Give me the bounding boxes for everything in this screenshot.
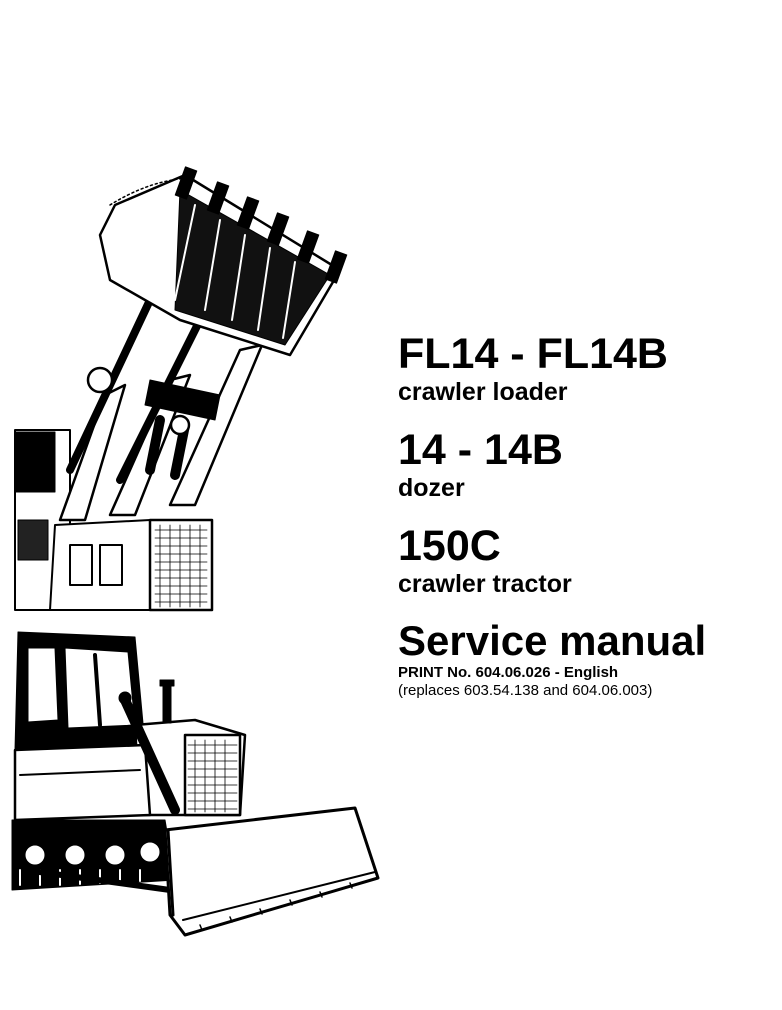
service-manual-title: Service manual [398,617,707,664]
model-title-fl14: FL14 - FL14B [398,330,668,378]
model-description-dozer: dozer [398,474,465,502]
model-description-crawler-loader: crawler loader [398,378,568,406]
crawler-dozer-illustration [11,631,380,937]
model-title-14: 14 - 14B [398,426,563,474]
print-number: PRINT No. 604.06.026 - English [398,664,619,681]
crawler-loader-illustration [14,166,348,612]
replaces-note: (replaces 603.54.138 and 604.06.003) [398,682,653,699]
model-title-150c: 150C [398,522,501,570]
title-block: FL14 - FL14B crawler loader 14 - 14B doz… [398,330,778,700]
model-description-crawler-tractor: crawler tractor [398,570,572,598]
machine-illustrations [11,166,380,937]
